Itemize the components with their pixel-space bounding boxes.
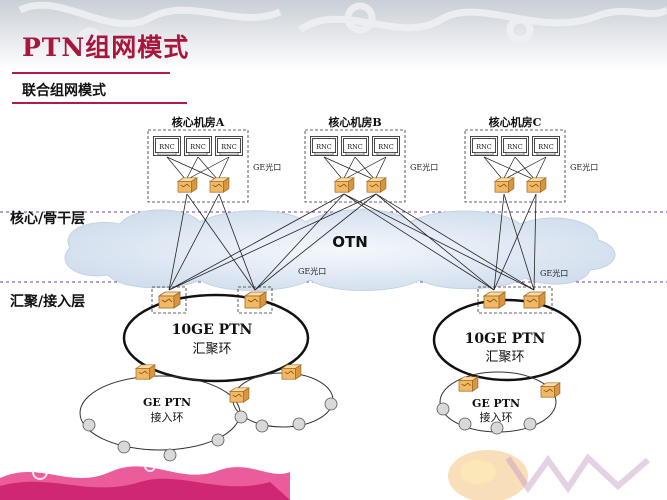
- fiber-link: [343, 193, 535, 291]
- rnc-link: [197, 156, 219, 181]
- ptn-node: [229, 387, 250, 403]
- rnc-link: [483, 156, 504, 181]
- bottom-decoration: [0, 460, 290, 500]
- top-decoration: [0, 0, 667, 70]
- fiber-link: [493, 193, 505, 291]
- rnc-link: [185, 156, 230, 181]
- rnc-link: [342, 156, 387, 181]
- fiber-link: [343, 193, 495, 291]
- agg-node-box: [477, 286, 553, 314]
- core-room-box: [464, 129, 566, 203]
- fiber-link: [254, 193, 377, 291]
- core-room-label: 核心机房A: [172, 115, 225, 129]
- ptn-node: [281, 364, 302, 380]
- rnc-link: [483, 156, 536, 181]
- rnc-link: [534, 156, 547, 181]
- agg-node-box: [237, 286, 273, 314]
- acc-ring-middle: [232, 372, 334, 428]
- fiber-link: [186, 193, 256, 291]
- ptn-node: [334, 177, 355, 193]
- ptn-node: [244, 291, 267, 309]
- otn-label: OTN: [332, 233, 368, 251]
- page-title: PTN组网模式: [22, 33, 190, 62]
- ptn-node: [135, 364, 156, 380]
- agg-ring-right: [432, 298, 582, 382]
- agg-ring-left: [122, 293, 310, 383]
- rnc-label: RNC: [221, 143, 237, 151]
- rnc-link: [166, 156, 187, 181]
- ge-port-label: GE光口: [570, 162, 598, 172]
- otn-cloud: [64, 209, 616, 291]
- agg-ring-left-sub: 汇聚环: [192, 342, 231, 357]
- rnc-label: RNC: [159, 143, 175, 151]
- rnc-label: RNC: [507, 143, 523, 151]
- acc-ring-left-title: GE PTN: [143, 396, 191, 409]
- acc-ring-left-sub: 接入环: [151, 411, 184, 424]
- core-room: 核心机房C RNC RNC RNC GE光口: [464, 115, 598, 203]
- fiber-link: [503, 193, 535, 291]
- ptn-node: [366, 177, 387, 193]
- rnc-label: RNC: [378, 143, 394, 151]
- rnc-label: RNC: [538, 143, 554, 151]
- ptn-node: [158, 291, 181, 309]
- core-room: 核心机房B RNC RNC RNC GE光口: [304, 115, 438, 203]
- fiber-link: [168, 193, 220, 291]
- rnc-label: RNC: [347, 143, 363, 151]
- core-room-box: [147, 129, 249, 203]
- subtitle-underline: [12, 102, 187, 104]
- rnc-label: RNC: [190, 143, 206, 151]
- fiber-links: [168, 193, 537, 291]
- access-layer-label: 汇聚/接入层: [10, 293, 85, 310]
- rnc-link: [217, 156, 230, 181]
- subtitle: 联合组网模式: [22, 83, 106, 99]
- fiber-link: [375, 193, 495, 291]
- agg-ring-left-title: 10GE PTN: [172, 322, 253, 338]
- fiber-link: [493, 193, 537, 291]
- fiber-link: [168, 193, 188, 291]
- ge-port-label: GE光口: [540, 268, 568, 278]
- ptn-node: [209, 177, 230, 193]
- watermark: [418, 438, 667, 500]
- ge-port-label: GE光口: [253, 162, 281, 172]
- fiber-link: [218, 193, 256, 291]
- ptn-node: [177, 177, 198, 193]
- ptn-node: [526, 177, 547, 193]
- acc-ring-right-title: GE PTN: [472, 397, 520, 410]
- core-room-box: [304, 129, 406, 203]
- title-underline: [12, 72, 170, 74]
- core-room: 核心机房A RNC RNC RNC GE光口: [147, 115, 281, 203]
- ptn-node: [540, 382, 561, 398]
- rnc-link: [514, 156, 536, 181]
- ptn-node: [458, 376, 479, 392]
- fiber-link: [375, 193, 535, 291]
- acc-ring-right-sub: 接入环: [480, 411, 513, 424]
- core-room-label: 核心机房B: [328, 115, 381, 129]
- fiber-link: [254, 193, 345, 291]
- core-room-label: 核心机房C: [489, 115, 542, 129]
- access-nodes: [82, 397, 537, 462]
- ptn-node: [494, 177, 515, 193]
- core-layer-label: 核心/骨干层: [10, 210, 85, 227]
- rnc-label: RNC: [476, 143, 492, 151]
- rnc-link: [323, 156, 376, 181]
- ge-port-label: GE光口: [298, 266, 326, 276]
- agg-ring-right-title: 10GE PTN: [465, 331, 546, 347]
- rnc-link: [374, 156, 387, 181]
- rnc-link: [323, 156, 344, 181]
- ge-port-label: GE光口: [410, 162, 438, 172]
- rnc-label: RNC: [316, 143, 332, 151]
- fiber-link: [533, 193, 537, 291]
- rnc-link: [354, 156, 376, 181]
- agg-ring-right-sub: 汇聚环: [485, 350, 524, 365]
- rnc-link: [502, 156, 547, 181]
- agg-node-box: [151, 286, 187, 314]
- ptn-node: [483, 291, 506, 309]
- fiber-link: [168, 193, 377, 291]
- rnc-link: [166, 156, 219, 181]
- fiber-link: [168, 193, 345, 291]
- ptn-node: [523, 291, 546, 309]
